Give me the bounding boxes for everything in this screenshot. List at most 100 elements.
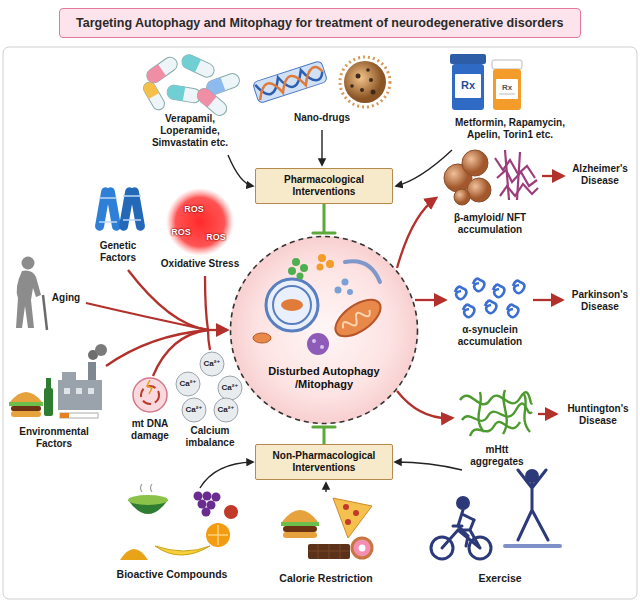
intervention-arrows	[200, 462, 253, 488]
calcium-ion-icon	[182, 398, 206, 422]
bioactive-food-icon	[155, 546, 210, 555]
bioactive-food-icon	[120, 549, 148, 560]
exercise-icon	[505, 544, 560, 548]
pathology-label: β-amyloid/ NFT accumulation	[440, 212, 540, 236]
medicine-bottles	[499, 94, 515, 95]
mtdna-icon	[133, 378, 167, 412]
environment-icon	[60, 413, 69, 418]
junk-food-icon	[352, 538, 372, 558]
medicine-bottles	[493, 69, 521, 110]
cell-illustration	[281, 299, 303, 311]
intervention-arrows	[395, 462, 462, 470]
factor-label: Aging	[49, 292, 83, 304]
ros-label: ROS	[202, 232, 230, 243]
pill-capsules	[144, 55, 180, 86]
synuclein-icon	[455, 279, 524, 318]
junk-food-icon	[308, 544, 350, 559]
bioactive-food-icon	[194, 492, 221, 517]
elderly-person-icon	[16, 257, 47, 331]
intervention-label: Bioactive Compounds	[97, 568, 247, 581]
chromosome-icon	[129, 187, 146, 232]
amyloid-icon	[462, 150, 488, 176]
cell-illustration	[230, 236, 418, 424]
junk-food-icon	[308, 544, 350, 559]
intervention-arrows	[321, 130, 322, 165]
amyloid-icon	[454, 189, 470, 205]
pill-capsules	[141, 80, 166, 112]
mhtt-aggregate-icon	[524, 394, 530, 432]
calcium-ion-icon	[200, 352, 224, 376]
junk-food-icon	[359, 545, 366, 552]
drug-label: Nano-drugs	[282, 112, 362, 124]
ros-label: ROS	[180, 204, 208, 215]
bioactive-food-icon	[206, 523, 230, 547]
mhtt-aggregate-icon	[460, 390, 532, 436]
connector-line	[323, 204, 326, 233]
risk-factor-lines	[208, 330, 210, 350]
synuclein-icon	[493, 285, 504, 298]
pill-capsules	[141, 80, 166, 112]
bioactive-food-icon	[120, 484, 238, 560]
pill-capsules	[194, 86, 216, 108]
circle-outline	[229, 235, 419, 425]
cell-illustration	[342, 279, 349, 286]
pill-capsules	[180, 52, 201, 72]
medicine-bottles	[450, 54, 486, 64]
chromosome-icon	[118, 187, 145, 232]
mhtt-aggregate-icon	[462, 404, 532, 421]
nano-drug-icon	[256, 65, 325, 100]
chromosome-icon	[123, 219, 141, 221]
environment-icon	[88, 362, 96, 380]
medicine-bottles	[450, 54, 522, 110]
environment-icon	[9, 402, 43, 406]
intervention-arrows	[325, 483, 326, 492]
ion-label: Ca²⁺	[177, 379, 199, 389]
drug-label: Metformin, Rapamycin, Apelin, Torin1 etc…	[438, 117, 583, 141]
pill-capsules	[144, 55, 180, 86]
cell-illustration	[329, 292, 387, 343]
environment-icon	[11, 406, 41, 411]
autophagy-circle: Disturbed Autophagy /Mitophagy	[229, 235, 419, 425]
rx-label: Rx	[497, 83, 517, 93]
cell-illustration	[347, 289, 353, 295]
intervention-box: Non-Pharmacological Interventions	[255, 444, 393, 480]
ion-label: Ca²⁺	[219, 383, 241, 393]
pathology-arrows	[397, 391, 452, 418]
pathology-label: α-synuclein accumulation	[445, 324, 535, 348]
bioactive-food-icon	[141, 484, 153, 492]
exercise-icon	[442, 520, 480, 548]
pathology-label: mHtt aggregates	[462, 444, 532, 468]
disease-label: Alzheimer's Disease	[565, 163, 635, 187]
outer-panel	[3, 47, 637, 599]
factor-label: Genetic Factors	[90, 240, 146, 264]
chromosome-icon	[99, 221, 117, 223]
cell-illustration	[318, 254, 326, 262]
inhibition-connector	[313, 204, 335, 233]
bioactive-food-icon	[208, 525, 228, 545]
nano-drug-icon	[252, 57, 390, 107]
synuclein-icon	[513, 281, 524, 294]
ion-label: Ca²⁺	[215, 405, 237, 415]
cell-illustration	[320, 345, 324, 349]
factor-label: Oxidative Stress	[145, 258, 255, 270]
mhtt-aggregate-icon	[470, 422, 520, 436]
bioactive-food-icon	[203, 492, 212, 501]
cell-illustration	[300, 264, 308, 272]
junk-food-icon	[281, 522, 319, 526]
disease-label: Parkinson's Disease	[565, 289, 635, 313]
exercise-icon	[518, 470, 548, 540]
synuclein-icon	[507, 305, 518, 318]
pill-capsules	[141, 52, 241, 118]
synuclein-icon	[463, 305, 474, 318]
junk-food-icon	[345, 519, 351, 525]
inhibition-bar	[313, 231, 335, 234]
risk-factor-lines	[205, 276, 208, 330]
environment-icon	[64, 388, 70, 394]
intervention-arrows	[200, 130, 462, 492]
environment-icon	[9, 344, 107, 418]
environment-icon	[58, 380, 102, 410]
medicine-bottles	[455, 74, 481, 98]
cell-illustration	[288, 267, 296, 275]
